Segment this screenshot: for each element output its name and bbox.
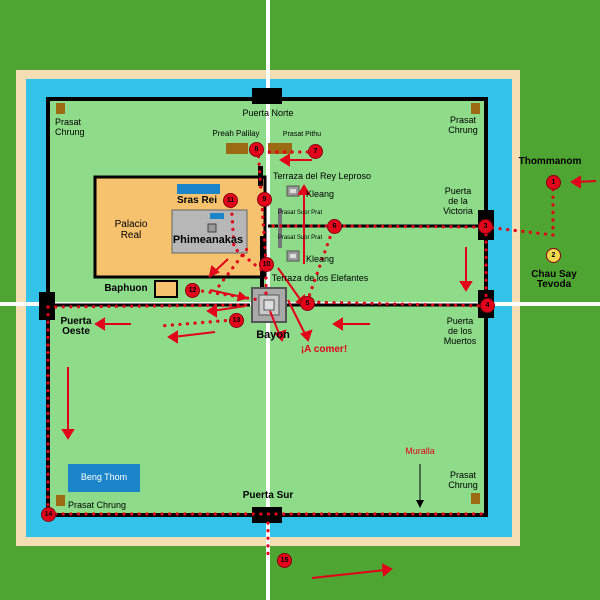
label-beng-thom: Beng Thom <box>80 472 128 482</box>
label-sras-rei: Sras Rei <box>176 195 218 206</box>
stop-6: 6 <box>327 219 342 234</box>
label-thommanom: Thommanom <box>518 156 582 167</box>
bayon-inner <box>263 299 275 311</box>
prasat-pithu <box>268 143 292 154</box>
label-prasat-chrung-sw: Prasat Chrung <box>68 500 127 510</box>
stop-2: 2 <box>546 248 561 263</box>
kleang-north-icon <box>286 185 300 197</box>
beng-thom-pool <box>68 464 140 492</box>
label-terraza-elefantes: Terraza de los Elefantes <box>271 273 369 283</box>
label-phimeanakas: Phimeanakas <box>172 234 244 246</box>
sras-rei-pool <box>177 184 220 194</box>
label-chau-say-tevoda: Chau Say Tevoda <box>531 269 577 290</box>
label-suor-prat-2: Prasat Suor Prat <box>277 235 323 241</box>
preah-palilay <box>226 143 248 154</box>
label-puerta-norte: Puerta Norte <box>242 108 294 118</box>
label-baphuon: Baphuon <box>104 283 148 294</box>
prasat-chrung-se <box>471 493 480 504</box>
label-palacio-real: Palacio Real <box>114 219 148 241</box>
label-muralla: Muralla <box>405 446 435 456</box>
label-prasat-chrung-se: Prasat Chrung <box>448 470 478 490</box>
label-prasat-chrung-ne: Prasat Chrung <box>448 115 478 135</box>
label-preah-palilay: Preah Palilay <box>212 129 260 138</box>
label-prasat-pithu: Prasat Pithu <box>282 131 322 138</box>
stop-12: 12 <box>185 283 200 298</box>
gate-south <box>252 507 282 523</box>
label-puerta-sur: Puerta Sur <box>242 490 294 501</box>
suor-prat-towers <box>278 208 282 248</box>
label-puerta-muertos: Puerta de los Muertos <box>443 316 477 346</box>
prasat-chrung-ne <box>471 103 480 114</box>
stop-9: 9 <box>257 192 272 207</box>
muralla-arrow-head <box>416 500 424 508</box>
stop-1: 1 <box>546 175 561 190</box>
stop-5: 5 <box>300 296 315 311</box>
label-kleang-south: Kleang <box>305 254 335 264</box>
stop-10: 10 <box>259 257 274 272</box>
gate-north <box>252 88 282 104</box>
stop-15: 15 <box>277 553 292 568</box>
route-arrows <box>61 153 597 579</box>
label-suor-prat-1: Prasat Suor Prat <box>277 210 323 216</box>
label-bayon: Bayon <box>256 329 290 341</box>
prasat-chrung-sw <box>56 495 65 506</box>
stop-3: 3 <box>478 219 493 234</box>
label-prasat-chrung-nw: Prasat Chrung <box>55 117 85 137</box>
stop-13: 13 <box>229 313 244 328</box>
stop-8: 8 <box>249 142 264 157</box>
stop-11: 11 <box>223 193 238 208</box>
stop-4: 4 <box>480 298 495 313</box>
prasat-chrung-nw <box>56 103 65 114</box>
label-kleang-north: Kleang <box>305 189 335 199</box>
baphuon <box>154 280 178 298</box>
kleang-south-icon <box>286 250 300 262</box>
stop-14: 14 <box>41 507 56 522</box>
terraza-rey-leproso <box>258 166 263 186</box>
walking-route <box>46 147 555 562</box>
phimeanakas-pool <box>210 213 224 219</box>
label-puerta-oeste: Puerta Oeste <box>60 316 92 337</box>
label-puerta-victoria: Puerta de la Victoria <box>443 186 473 216</box>
label-terraza-rey-leproso: Terraza del Rey Leproso <box>272 171 372 181</box>
phimeanakas-temple <box>207 223 217 233</box>
stop-7: 7 <box>308 144 323 159</box>
label-a-comer: ¡A comer! <box>300 344 348 355</box>
